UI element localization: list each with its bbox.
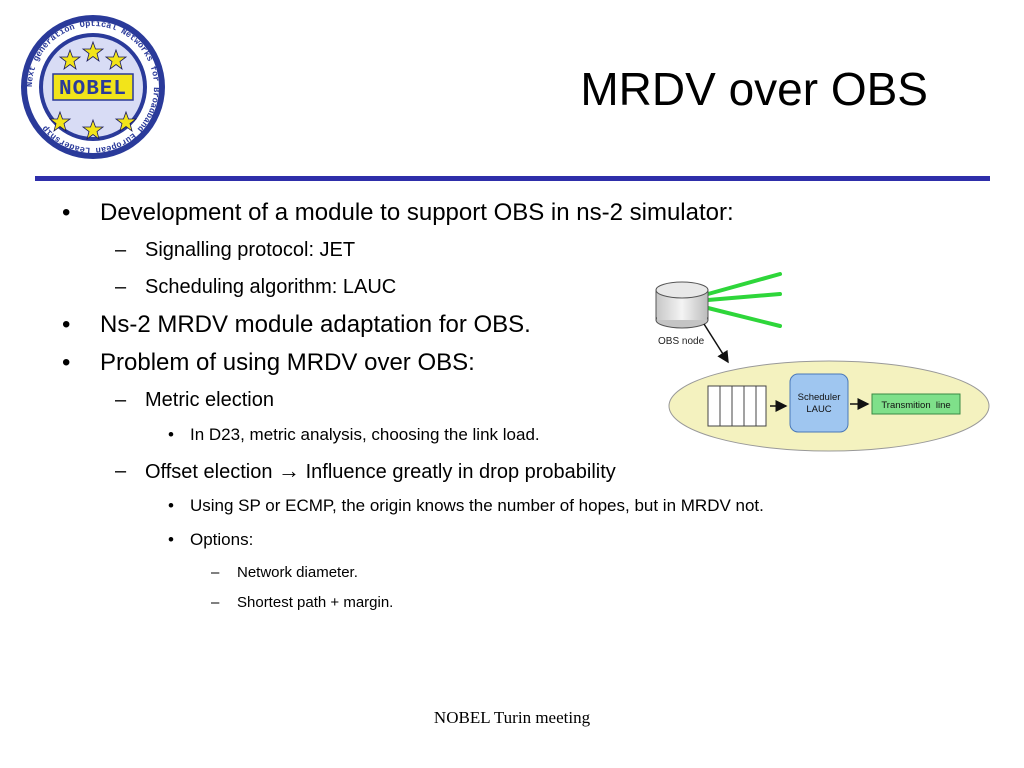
transmission-line-label: Transmition line	[881, 400, 950, 411]
right-arrow-icon: →	[278, 458, 301, 483]
offset-influence-text: Influence greatly in drop probability	[305, 461, 616, 483]
green-links	[706, 272, 782, 328]
slide-title: MRDV over OBS	[580, 63, 928, 115]
obs-node-icon	[655, 281, 709, 329]
scheduler-algorithm-label: LAUC	[806, 404, 831, 415]
bullet-level3: Using SP or ECMP, the origin knows the n…	[60, 492, 1000, 526]
scheduler-box	[789, 373, 849, 433]
nobel-logo: Next generation Optical Networks for Bro…	[21, 15, 165, 159]
transmission-line-box	[871, 393, 961, 415]
bullet-level1: Development of a module to support OBS i…	[60, 196, 1000, 234]
logo-stars-icon	[48, 40, 138, 141]
bullet-level3: In D23, metric analysis, choosing the li…	[60, 421, 1000, 455]
bullet-level4: Shortest path + margin.	[60, 590, 1000, 620]
title-divider	[35, 176, 990, 181]
bullet-level4: Network diameter.	[60, 560, 1000, 590]
bullet-level1: Ns-2 MRDV module adaptation for OBS.	[60, 308, 1000, 346]
offset-election-text: Offset election	[145, 461, 273, 483]
queue-buffer-icon	[707, 385, 767, 427]
bullet-level2: Signalling protocol: JET	[60, 234, 1000, 271]
logo-center-text: NOBEL	[59, 78, 127, 101]
obs-node-label: OBS node	[658, 336, 705, 347]
obs-node-diagram: OBS node Scheduler LAUC Transmition line	[655, 272, 990, 452]
slide-content: Development of a module to support OBS i…	[60, 196, 1000, 620]
bullet-level2: Scheduling algorithm: LAUC	[60, 271, 1000, 308]
bullet-level2: Metric election	[60, 384, 1000, 421]
slide-footer: NOBEL Turin meeting	[433, 708, 591, 727]
bullet-level2: Offset election → Influence greatly in d…	[60, 455, 1000, 492]
bullet-level1: Problem of using MRDV over OBS:	[60, 346, 1000, 384]
scheduler-label: Scheduler	[798, 392, 841, 403]
bullet-level3: Options:	[60, 526, 1000, 560]
